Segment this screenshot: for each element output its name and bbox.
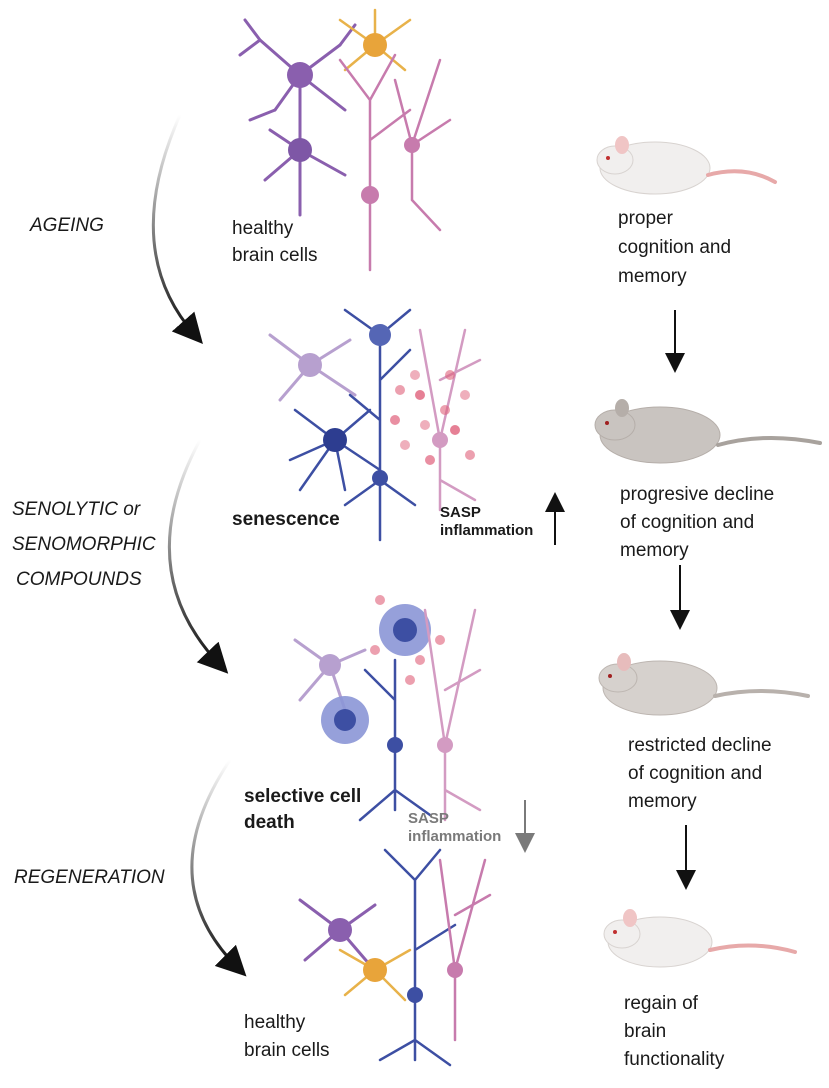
healthy-cells-bottom bbox=[298, 848, 492, 1067]
stage-regeneration: REGENERATION bbox=[14, 867, 165, 888]
healthy-bottom-line2: brain cells bbox=[244, 1040, 330, 1061]
stage-senolytic-line1: SENOLYTIC or bbox=[12, 499, 141, 520]
selective-death-cells bbox=[293, 595, 482, 822]
selective-death-line1: selective cell bbox=[244, 786, 362, 807]
sasp-down-line2: inflammation bbox=[408, 828, 502, 845]
mouse-1-icon bbox=[596, 136, 777, 195]
outcome-proper-line3: memory bbox=[618, 266, 687, 287]
outcome-restricted-line3: memory bbox=[628, 791, 697, 812]
stage-senolytic-line3: COMPOUNDS bbox=[16, 569, 142, 590]
mouse-3-icon bbox=[598, 653, 810, 716]
healthy-cells-top bbox=[238, 8, 452, 272]
outcome-regain-line3: functionality bbox=[624, 1049, 725, 1070]
outcome-restricted-line2: of cognition and bbox=[628, 763, 763, 784]
outcome-regain-line2: brain bbox=[624, 1021, 667, 1042]
outcome-proper-line2: cognition and bbox=[618, 237, 732, 258]
regeneration-arrow bbox=[190, 759, 247, 977]
senolytic-arrow bbox=[167, 439, 229, 674]
healthy-bottom-line1: healthy bbox=[244, 1012, 306, 1033]
healthy-top-line1: healthy bbox=[232, 218, 294, 239]
ageing-arrow bbox=[151, 114, 203, 345]
outcome-progressive-line2: of cognition and bbox=[620, 512, 755, 533]
outcome-progressive-line1: progresive decline bbox=[620, 484, 775, 505]
selective-death-line2: death bbox=[244, 812, 295, 833]
healthy-top-line2: brain cells bbox=[232, 245, 318, 266]
outcome-restricted-line1: restricted decline bbox=[628, 735, 772, 756]
sasp-up-line1: SASP bbox=[440, 504, 481, 521]
senescent-cells bbox=[268, 308, 482, 542]
mouse-4-icon bbox=[603, 909, 797, 968]
outcome-regain-line1: regain of bbox=[624, 993, 698, 1014]
outcome-proper-line1: proper bbox=[618, 208, 673, 229]
stage-senolytic-line2: SENOMORPHIC bbox=[12, 534, 156, 555]
sasp-down-line1: SASP bbox=[408, 810, 449, 827]
outcome-progressive-line3: memory bbox=[620, 540, 689, 561]
stage-ageing: AGEING bbox=[30, 215, 104, 236]
mouse-2-icon bbox=[594, 399, 822, 464]
senescence-label: senescence bbox=[232, 509, 340, 530]
sasp-up-line2: inflammation bbox=[440, 522, 534, 539]
